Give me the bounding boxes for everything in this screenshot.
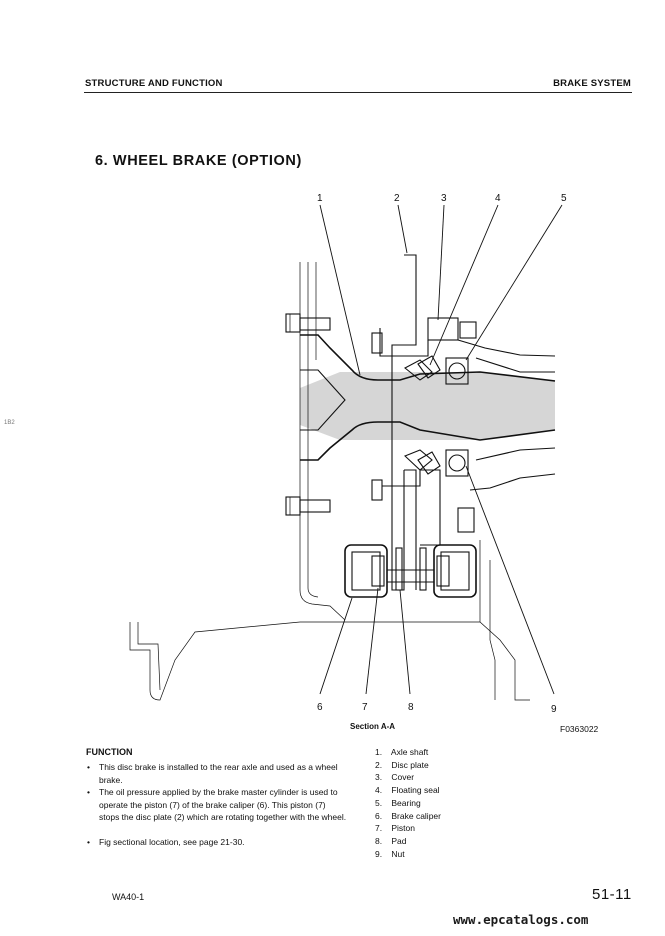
rim-right-2 [489,560,496,700]
leader-9 [465,465,555,695]
cover-lower [382,469,441,546]
axle-housing-shade [300,372,555,440]
housing-top-2 [475,357,555,373]
leader-4 [429,204,499,366]
list-item: 7. Piston [375,823,415,834]
function-heading: FUNCTION [86,747,133,757]
watermark-link[interactable]: www.epcatalogs.com [453,912,589,927]
piston [371,555,450,587]
hub-center [300,369,346,431]
callout-9: 9 [551,704,557,715]
function-bullet: The oil pressure applied by the brake ma… [86,786,348,824]
diagram-caption: Section A-A [350,722,396,731]
list-item: 4. Floating seal [375,785,440,796]
callout-5: 5 [561,193,567,204]
cover-flange [379,328,429,357]
leader-2 [397,204,408,254]
callout-6: 6 [317,702,323,713]
rim-bottom-inner [137,622,161,691]
callout-4: 4 [495,193,501,204]
function-bullet: This disc brake is installed to the rear… [86,761,348,786]
list-item: 6. Brake caliper [375,810,441,821]
function-bullet: Fig sectional location, see page 21-30. [86,836,348,849]
nut-lower [457,507,475,533]
page-number: 51-11 [592,886,632,903]
header-chapter-label: BRAKE SYSTEM [553,78,631,89]
header-section-label: STRUCTURE AND FUNCTION [85,78,223,89]
disc-plate-lower [404,469,417,590]
callout-8: 8 [408,702,414,713]
nut-upper [459,321,477,339]
disc-plate [391,254,417,591]
cover-upper [427,317,459,341]
housing-top [457,339,556,357]
housing-bottom [475,447,556,461]
leader-1 [319,204,361,376]
leader-8 [399,589,411,695]
callout-7: 7 [362,702,368,713]
callout-2: 2 [394,193,400,204]
margin-note: 1B2 [4,420,15,426]
leader-7 [365,587,379,695]
floating-seal-lower [403,449,441,475]
header-rule [84,92,632,93]
list-item: 9. Nut [375,848,405,859]
leader-6 [319,597,353,695]
callout-1: 1 [317,193,323,204]
floating-seal-upper [404,355,441,381]
wheel-bolt-upper [285,313,331,333]
bearing-lower [445,449,469,477]
housing-bottom-2 [469,473,556,491]
leader-5 [465,204,563,361]
rim-bottom [129,621,530,701]
parts-list: 1. Axle shaft 2. Disc plate 3. Cover 4. … [375,746,441,860]
page-title: 6. WHEEL BRAKE (OPTION) [95,153,302,169]
wheel-bolt-lower [285,496,331,516]
axle-shaft-outline [300,334,556,382]
callout-3: 3 [441,193,447,204]
list-item: 8. Pad [375,835,407,846]
list-item: 2. Disc plate [375,759,429,770]
figure-code: F0363022 [560,724,599,734]
cover-bolt-upper [371,332,383,354]
axle-shaft-outline-lower [300,421,556,461]
wheel-rim-inner [307,262,319,598]
list-item: 1. Axle shaft [375,747,429,757]
leader-3 [437,204,445,321]
wheel-rim-left [299,262,346,621]
model-label: WA40-1 [112,892,145,902]
bearing-upper [445,357,469,385]
function-bullets: This disc brake is installed to the rear… [86,761,348,849]
list-item: 5. Bearing [375,797,421,808]
list-item: 3. Cover [375,772,415,783]
pads [395,547,427,591]
brake-caliper [344,544,477,598]
cover-bolt-lower [371,479,383,501]
